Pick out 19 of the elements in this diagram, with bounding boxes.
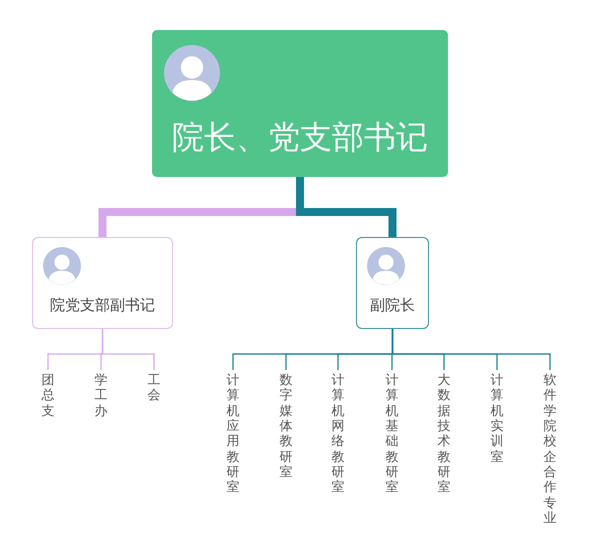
unit-label: 计算机实训室 [490,373,504,465]
unit-label: 大数据技术教研室 [438,373,450,496]
role-card [356,237,429,329]
unit-label: 团总支 [42,373,54,419]
unit-label: 软件学院校企合作专业 [544,373,556,526]
role-title: 院长、党支部书记 [171,117,429,158]
connector-line [102,329,155,370]
role-title: 副院长 [369,296,416,315]
unit-label: 数字媒体教研室 [280,373,292,480]
unit-label: 计算机基础教研室 [386,373,398,496]
unit-label: 计算机应用教研室 [226,373,240,496]
role-title: 院党支部副书记 [49,296,156,315]
connector-line [392,329,551,370]
title-card [152,30,448,177]
unit-label: 工会 [148,373,160,404]
unit-label: 学工办 [94,373,108,419]
role-card [32,237,173,329]
connector-line [296,177,396,237]
unit-label: 计算机网络教研室 [332,373,344,496]
